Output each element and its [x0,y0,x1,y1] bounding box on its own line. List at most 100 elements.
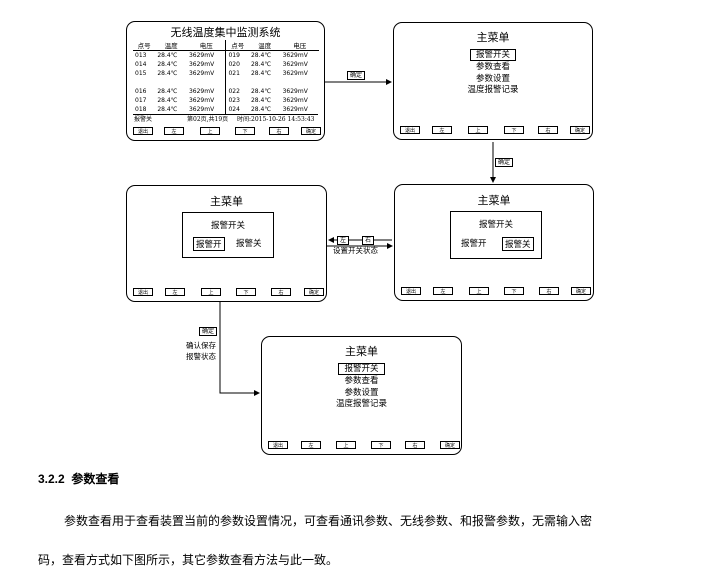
cell: 016 [135,88,147,95]
exit-button[interactable]: 退出 [400,126,420,134]
cell: 28.4℃ [157,70,178,77]
main-menu-screen: 主菜单 报警开关 参数查看 参数设置 温度报警记录 退出 左 上 下 右 确定 [393,22,593,140]
left-button[interactable]: 左 [164,127,184,135]
cell: 3629mV [282,88,308,95]
ok-button[interactable]: 确定 [304,288,324,296]
button-row: 退出 左 上 下 右 确定 [131,288,324,297]
col-volt: 电压 [186,40,226,51]
cell: 024 [225,105,249,114]
alarm-dialog: 报警开关 报警开 报警关 [450,211,542,259]
cell: 3629mV [282,97,308,104]
down-button[interactable]: 下 [504,287,524,295]
exit-button[interactable]: 退出 [401,287,421,295]
cell: 017 [135,97,147,104]
alarm-off-screen: 主菜单 报警开关 报警开 报警关 退出 左 上 下 右 确定 [394,184,594,301]
status-bar: 报警关 第02页,共19页 时间:2015-10-26 14:53:43 [133,114,318,125]
exit-button[interactable]: 退出 [268,441,288,449]
cell: 28.4℃ [250,52,272,59]
up-button[interactable]: 上 [336,441,356,449]
exit-button[interactable]: 退出 [133,127,153,135]
menu-item-label: 报警开关 [469,49,516,61]
left-button[interactable]: 左 [433,287,453,295]
cell: 28.4℃ [250,61,272,68]
button-row: 退出 左 上 下 右 确定 [399,287,591,296]
menu-item-alarm-records[interactable]: 温度报警记录 [335,399,387,409]
cell: 3629mV [188,70,215,77]
right-button[interactable]: 右 [538,126,558,134]
button-row: 退出 左 上 下 右 确定 [131,127,321,136]
up-button[interactable]: 上 [469,287,489,295]
cell: 3629mV [188,106,215,113]
cell: 28.4℃ [250,88,272,95]
cell: 021 [225,69,249,78]
up-button[interactable]: 上 [201,288,221,296]
right-button[interactable]: 右 [539,287,559,295]
down-button[interactable]: 下 [371,441,391,449]
section-heading: 3.2.2 参数查看 [38,470,119,487]
down-button[interactable]: 下 [235,127,255,135]
up-button[interactable]: 上 [468,126,488,134]
ok-button[interactable]: 确定 [570,126,590,134]
cell: 3629mV [282,61,308,68]
cell: 3629mV [282,70,308,77]
menu-item-alarm-switch[interactable]: 报警开关 [262,363,461,375]
cell: 28.4℃ [250,106,272,113]
section-title: 参数查看 [71,472,120,486]
alarm-dialog: 报警开关 报警开 报警关 [182,212,274,258]
exit-button[interactable]: 退出 [133,288,153,296]
cell: 28.4℃ [250,70,272,77]
table-row: 013 28.4℃ 3629mV 019 28.4℃ 3629mV [133,50,319,60]
down-button[interactable]: 下 [236,288,256,296]
menu-title: 主菜单 [477,194,511,207]
cell: 019 [225,50,249,60]
paragraph-line-2: 码，查看方式如下图所示，其它参数查看方法与此一致。 [38,553,339,567]
alarm-on-option[interactable]: 报警开 [461,239,487,249]
paragraph-line-1: 参数查看用于查看装置当前的参数设置情况，可查看通讯参数、无线参数、和报警参数，无… [64,514,593,528]
alarm-off-option[interactable]: 报警关 [236,239,262,249]
down-button[interactable]: 下 [504,126,524,134]
right-button[interactable]: 右 [405,441,425,449]
page-indicator: 第02页,共19页 [187,116,229,123]
menu-item-view-params[interactable]: 参数查看 [475,62,510,72]
cell: 022 [225,87,249,96]
alarm-off-option[interactable]: 报警关 [502,237,534,251]
col-point: 点号 [133,40,156,51]
menu-item-set-params[interactable]: 参数设置 [344,388,379,398]
right-tag: 右 [362,236,375,245]
clock: 时间:2015-10-26 14:53:43 [237,116,315,123]
cell: 28.4℃ [157,97,178,104]
menu-item-set-params[interactable]: 参数设置 [475,74,510,84]
left-button[interactable]: 左 [165,288,185,296]
ok-button[interactable]: 确定 [440,441,460,449]
alarm-on-option[interactable]: 报警开 [193,237,225,251]
cell: 28.4℃ [157,61,178,68]
left-button[interactable]: 左 [301,441,321,449]
menu-item-view-params[interactable]: 参数查看 [344,376,379,386]
right-button[interactable]: 右 [271,288,291,296]
cell: 3629mV [188,61,215,68]
left-button[interactable]: 左 [432,126,452,134]
confirm-tag: 确定 [199,327,218,336]
cell: 014 [135,61,147,68]
section-number: 3.2.2 [38,472,65,486]
cell: 015 [135,70,147,77]
ok-button[interactable]: 确定 [301,127,321,135]
monitor-table: 点号 温度 电压 点号 温度 电压 013 28.4℃ 3629mV 019 2… [133,40,319,114]
menu-item-alarm-records[interactable]: 温度报警记录 [467,85,519,95]
menu-item-alarm-switch[interactable]: 报警开关 [394,49,592,61]
button-row: 退出 左 上 下 右 确定 [398,126,590,135]
table-row: 015 28.4℃ 3629mV 021 28.4℃ 3629mV [133,69,319,78]
arrow-save-path [219,302,260,396]
up-button[interactable]: 上 [200,127,220,135]
menu-item-label: 报警开关 [338,363,385,375]
cell: 28.4℃ [157,52,178,59]
dialog-title: 报警开关 [210,221,245,231]
right-button[interactable]: 右 [269,127,289,135]
cell: 3629mV [282,52,308,59]
table-row: 017 28.4℃ 3629mV 023 28.4℃ 3629mV [133,96,319,105]
ok-button[interactable]: 确定 [571,287,591,295]
cell: 013 [135,52,147,59]
col-point-2: 点号 [225,40,249,51]
cell: 3629mV [188,52,215,59]
